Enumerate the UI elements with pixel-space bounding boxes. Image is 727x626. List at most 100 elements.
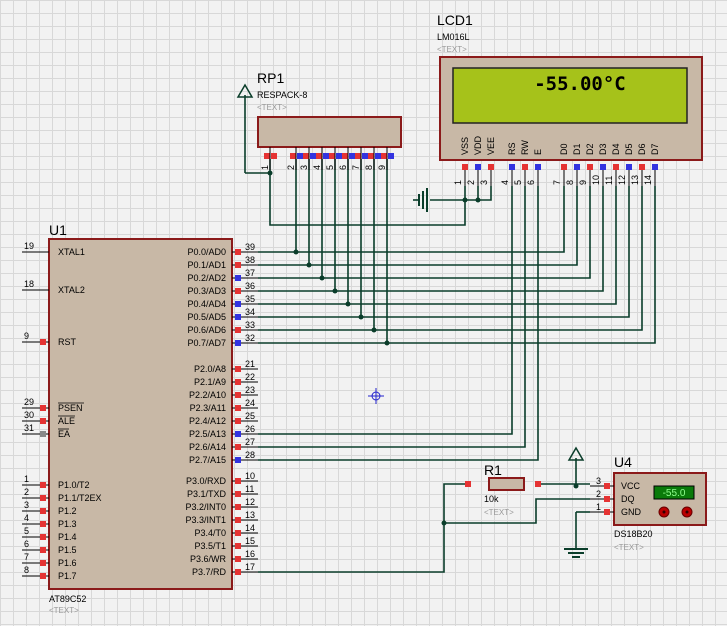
- u1-pin-number: 15: [245, 536, 255, 546]
- crosshair-cursor-icon: [368, 388, 384, 404]
- u1-pin-number: 21: [245, 359, 255, 369]
- u1-pin-6[interactable]: 6P1.5: [22, 539, 77, 555]
- u1-pin-name: P2.0/A8: [194, 364, 226, 374]
- rp1-pin-4[interactable]: 4: [312, 147, 329, 170]
- u1-component[interactable]: U1 AT89C52 <TEXT> 19XTAL118XTAL29RST29PS…: [22, 222, 258, 615]
- u1-pin-number: 27: [245, 437, 255, 447]
- lcd-pin-number: 5: [513, 180, 523, 185]
- rp1-pin-8[interactable]: 8: [364, 147, 381, 170]
- lcd-pin-d0[interactable]: D07: [552, 143, 569, 186]
- lcd-pin-number: 14: [643, 175, 653, 185]
- u1-pin-number: 35: [245, 294, 255, 304]
- lcd-component[interactable]: LCD1 LM016L <TEXT> -55.00°C VSS1VDD2VEE3…: [437, 12, 703, 186]
- lcd-pin-label: RS: [507, 142, 517, 155]
- rp1-pin-number: 7: [351, 165, 361, 170]
- rp1-pin-7[interactable]: 7: [351, 147, 368, 170]
- u1-pin-number: 7: [24, 552, 29, 562]
- u1-pin-number: 8: [24, 565, 29, 575]
- u4-pin-name: DQ: [621, 494, 635, 504]
- rp1-pin-2[interactable]: 2: [286, 147, 303, 170]
- u1-pin-name: P3.6/WR: [190, 554, 227, 564]
- rp1-pin-3[interactable]: 3: [299, 147, 316, 170]
- decrement-button[interactable]: [658, 506, 670, 518]
- u1-pin-2[interactable]: 2P1.1/T2EX: [22, 487, 102, 503]
- u1-pin-8[interactable]: 8P1.7: [22, 565, 77, 581]
- rp1-pin-5[interactable]: 5: [325, 147, 342, 170]
- rp1-pin-6[interactable]: 6: [338, 147, 355, 170]
- r1-component[interactable]: R1 10k <TEXT>: [465, 462, 541, 517]
- lcd-pin-number: 13: [630, 175, 640, 185]
- rp1-pin-1[interactable]: 1: [260, 147, 277, 170]
- lcd-ground-icon[interactable]: [413, 188, 428, 212]
- u1-pin-name: P3.1/TXD: [187, 489, 227, 499]
- u1-pin-5[interactable]: 5P1.4: [22, 526, 77, 542]
- u1-part: AT89C52: [49, 594, 86, 604]
- lcd-pin-rs[interactable]: RS4: [500, 142, 517, 186]
- rp1-part: RESPACK-8: [257, 90, 307, 100]
- u1-pin-name: P2.5/A13: [189, 429, 226, 439]
- lcd-pin-rw[interactable]: RW5: [513, 140, 530, 186]
- lcd-pin-number: 6: [526, 180, 536, 185]
- lcd-pin-d1[interactable]: D18: [565, 143, 582, 186]
- u1-pin-3[interactable]: 3P1.2: [22, 500, 77, 516]
- rp1-pin-9[interactable]: 9: [377, 147, 394, 170]
- u1-pin-4[interactable]: 4P1.3: [22, 513, 77, 529]
- u1-pin-number: 12: [245, 497, 255, 507]
- sensor-ground-icon[interactable]: [564, 512, 588, 558]
- u1-text-placeholder: <TEXT>: [49, 606, 79, 615]
- vcc-terminal-icon[interactable]: [567, 446, 585, 488]
- u1-pin-7[interactable]: 7P1.6: [22, 552, 77, 568]
- lcd-pin-e[interactable]: E6: [526, 149, 543, 186]
- power-terminal-icon[interactable]: [236, 83, 270, 174]
- lcd-pin-d2[interactable]: D29: [578, 143, 595, 186]
- u4-pin-number: 2: [596, 489, 601, 499]
- increment-button[interactable]: [681, 506, 693, 518]
- lcd-display-text: -55.00°C: [534, 73, 626, 95]
- u1-pin-1[interactable]: 1P1.0/T2: [22, 474, 90, 490]
